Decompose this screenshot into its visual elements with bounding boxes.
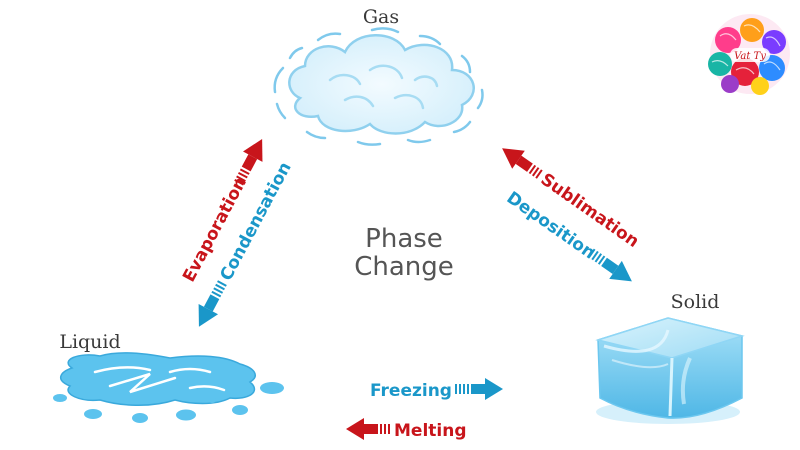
logo-text: Vat Ty — [734, 51, 766, 62]
water-puddle-icon — [53, 352, 284, 423]
solid-label: Solid — [671, 291, 720, 313]
melting-label: Melting — [394, 421, 467, 441]
ice-cube-icon — [595, 317, 745, 424]
gas-label: Gas — [363, 6, 399, 28]
yarn-balls-logo: Vat Ty — [708, 14, 790, 95]
freezing-arrow: Freezing — [370, 378, 503, 401]
melting-arrow: Melting — [346, 418, 467, 441]
liquid-label: Liquid — [59, 331, 120, 353]
center-title-line1: Phase — [365, 224, 443, 254]
freezing-label: Freezing — [370, 381, 452, 401]
center-title-line2: Change — [354, 252, 454, 282]
cloud-icon — [273, 27, 484, 146]
